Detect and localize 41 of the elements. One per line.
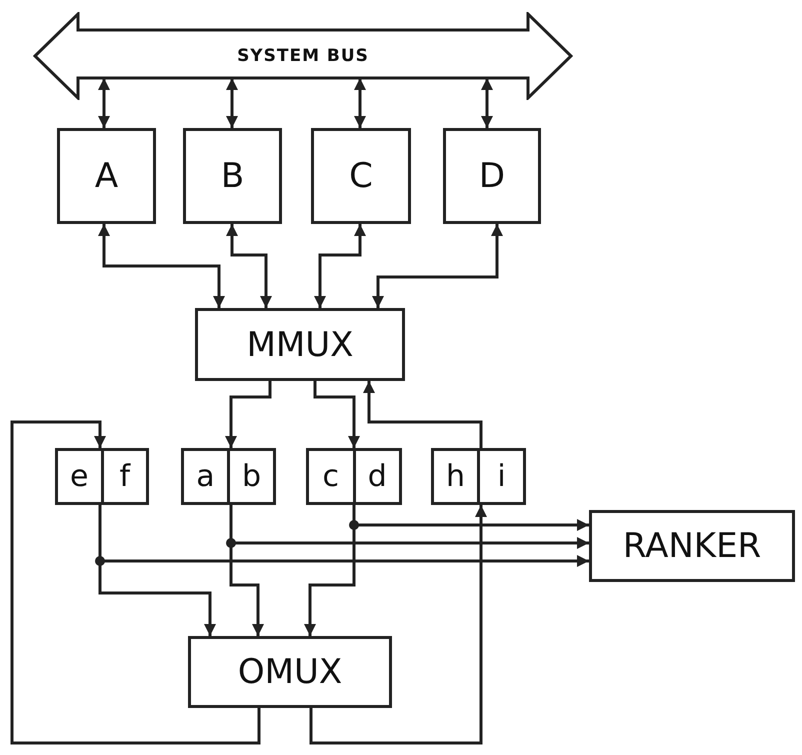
arrow xyxy=(310,505,487,744)
box-label: MMUX xyxy=(246,328,354,362)
box-label: A xyxy=(94,159,118,193)
arrow xyxy=(372,224,503,308)
register-field-label: e xyxy=(69,458,90,496)
bus-double-arrow xyxy=(33,12,573,100)
register-field-label: d xyxy=(352,451,399,502)
register-field-label: b xyxy=(227,451,273,502)
arrow xyxy=(363,381,482,448)
arrow xyxy=(226,224,272,308)
box-label: RANKER xyxy=(622,529,762,563)
multiplexer-box xyxy=(188,636,392,708)
unit-box xyxy=(311,128,411,224)
register-box xyxy=(431,448,526,505)
register-field-label: h xyxy=(444,458,466,496)
arrow xyxy=(226,78,238,128)
arrow xyxy=(314,381,360,448)
arrow xyxy=(314,224,366,308)
arrow xyxy=(481,78,493,128)
arrow xyxy=(225,381,272,448)
register-box xyxy=(306,448,402,505)
register-box xyxy=(181,448,276,505)
unit-box xyxy=(443,128,541,224)
register-field-label: f xyxy=(100,451,146,502)
arrow xyxy=(354,78,366,128)
register-box xyxy=(55,448,149,505)
box-label: OMUX xyxy=(238,655,342,689)
arrow xyxy=(98,78,110,128)
register-field-label: a xyxy=(195,458,216,496)
unit-box xyxy=(183,128,282,224)
box-label: D xyxy=(478,159,506,193)
register-field-label: i xyxy=(477,451,523,502)
unit-box xyxy=(57,128,156,224)
ranker-box xyxy=(589,510,795,582)
arrow xyxy=(10,420,260,744)
box-label: SYSTEM BUS xyxy=(237,48,369,64)
box-label: B xyxy=(220,159,244,193)
multiplexer-box xyxy=(195,308,405,381)
register-field-label: c xyxy=(322,458,340,496)
box-label: C xyxy=(349,159,373,193)
arrow xyxy=(98,224,225,308)
